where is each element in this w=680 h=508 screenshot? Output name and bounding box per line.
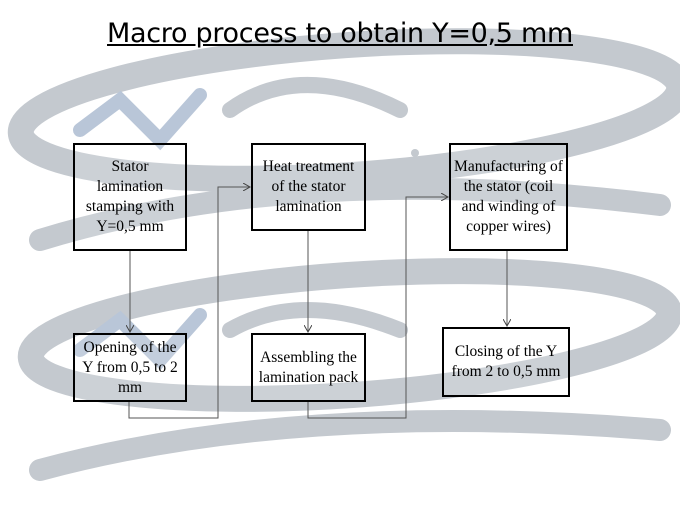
step-stamping: Stator lamination stamping with Y=0,5 mm bbox=[73, 143, 187, 251]
step-opening-y: Opening of the Y from 0,5 to 2 mm bbox=[73, 333, 187, 402]
step-heat-treatment: Heat treatment of the stator lamination bbox=[251, 143, 366, 231]
step-assembling: Assembling the lamination pack bbox=[251, 333, 366, 402]
arrow-4-to-5 bbox=[307, 197, 448, 419]
page-title: Macro process to obtain Y=0,5 mm bbox=[107, 18, 573, 49]
arrow-2-to-3 bbox=[128, 187, 250, 419]
step-closing-y: Closing of the Y from 2 to 0,5 mm bbox=[442, 327, 570, 397]
step-manufacturing-stator: Manufacturing of the stator (coil and wi… bbox=[449, 143, 568, 251]
